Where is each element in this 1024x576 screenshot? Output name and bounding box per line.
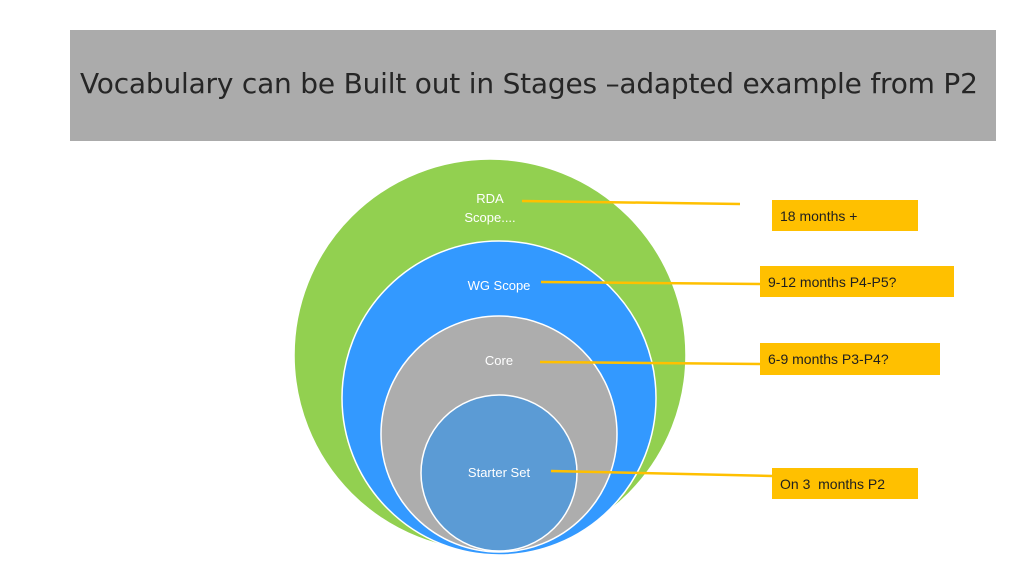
stage-label-core: 6-9 months P3-P4?	[760, 343, 940, 375]
circle-label-rda-line1: RDA	[476, 191, 504, 206]
connector-starter	[550, 469, 773, 478]
connector-rda	[521, 199, 741, 206]
title-bar: Vocabulary can be Built out in Stages –a…	[70, 30, 996, 141]
circle-label-core: Core	[485, 353, 513, 368]
stage-label-rda: 18 months +	[772, 200, 918, 231]
circle-label-rda-line2: Scope....	[464, 210, 515, 225]
stage-label-starter: On 3 months P2	[772, 468, 918, 499]
circle-starter-set	[420, 394, 578, 552]
slide-title: Vocabulary can be Built out in Stages –a…	[80, 67, 978, 100]
circle-label-wg-scope: WG Scope	[468, 278, 531, 293]
stage-label-wg: 9-12 months P4-P5?	[760, 266, 954, 297]
connector-core	[539, 360, 761, 366]
circle-label-starter-set: Starter Set	[468, 465, 531, 480]
connector-wg	[540, 280, 761, 286]
